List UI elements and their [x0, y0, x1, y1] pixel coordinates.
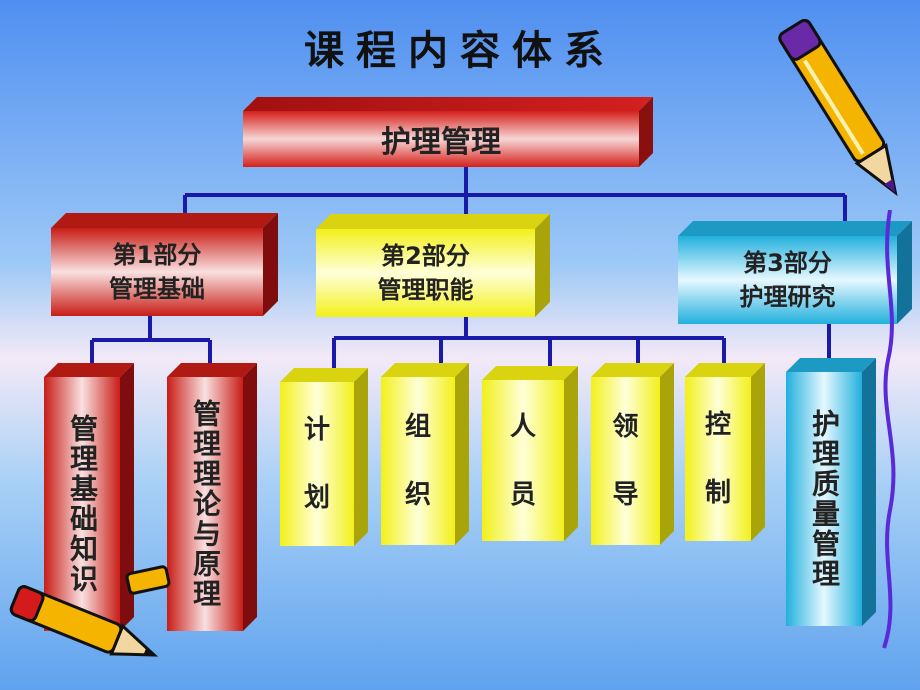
- part-2-child-5-label: 控 制: [704, 410, 731, 508]
- pen-vertical-line-icon: [882, 210, 896, 649]
- diagram-title: 课程内容体系: [304, 27, 616, 74]
- part-3-child-1: 护理质量管理: [786, 358, 876, 626]
- pen-top-right-icon: [778, 18, 898, 197]
- part-2-child-4: 领 导: [591, 363, 674, 545]
- part-3-child-1-label: 护理质量管理: [808, 409, 841, 589]
- part-2-child-3: 人 员: [482, 366, 578, 541]
- part-1-child-1: 管理基础知识: [44, 363, 134, 631]
- part-1-child-1-label: 管理基础知识: [66, 414, 99, 594]
- part-2-child-1-label: 计 划: [303, 415, 330, 513]
- connector-root: [183, 165, 847, 222]
- part-2-label: 第2部分 管理职能: [377, 242, 474, 304]
- pen-bottom-left-icon: [9, 565, 171, 657]
- part-2-child-3-label: 人 员: [509, 411, 536, 510]
- part-2-child-4-label: 领 导: [612, 412, 639, 510]
- connector-part2: [332, 315, 726, 372]
- part-3-node: 第3部分 护理研究: [678, 221, 912, 324]
- part-1-node: 第1部分 管理基础: [51, 213, 278, 316]
- connector-part1: [90, 315, 212, 372]
- part-2-child-5: 控 制: [685, 363, 765, 541]
- root-node: 护理管理: [243, 97, 653, 167]
- root-label: 护理管理: [381, 125, 501, 160]
- part-3-label: 第3部分 护理研究: [739, 249, 836, 311]
- part-2-child-1: 计 划: [280, 368, 368, 546]
- part-2-node: 第2部分 管理职能: [316, 214, 550, 317]
- part-1-child-2: 管理理论与原理: [167, 363, 257, 631]
- part-2-child-2: 组 织: [381, 363, 469, 545]
- part-1-label: 第1部分 管理基础: [109, 241, 205, 303]
- part-2-child-2-label: 组 织: [404, 412, 431, 510]
- part-1-child-2-label: 管理理论与原理: [189, 399, 222, 609]
